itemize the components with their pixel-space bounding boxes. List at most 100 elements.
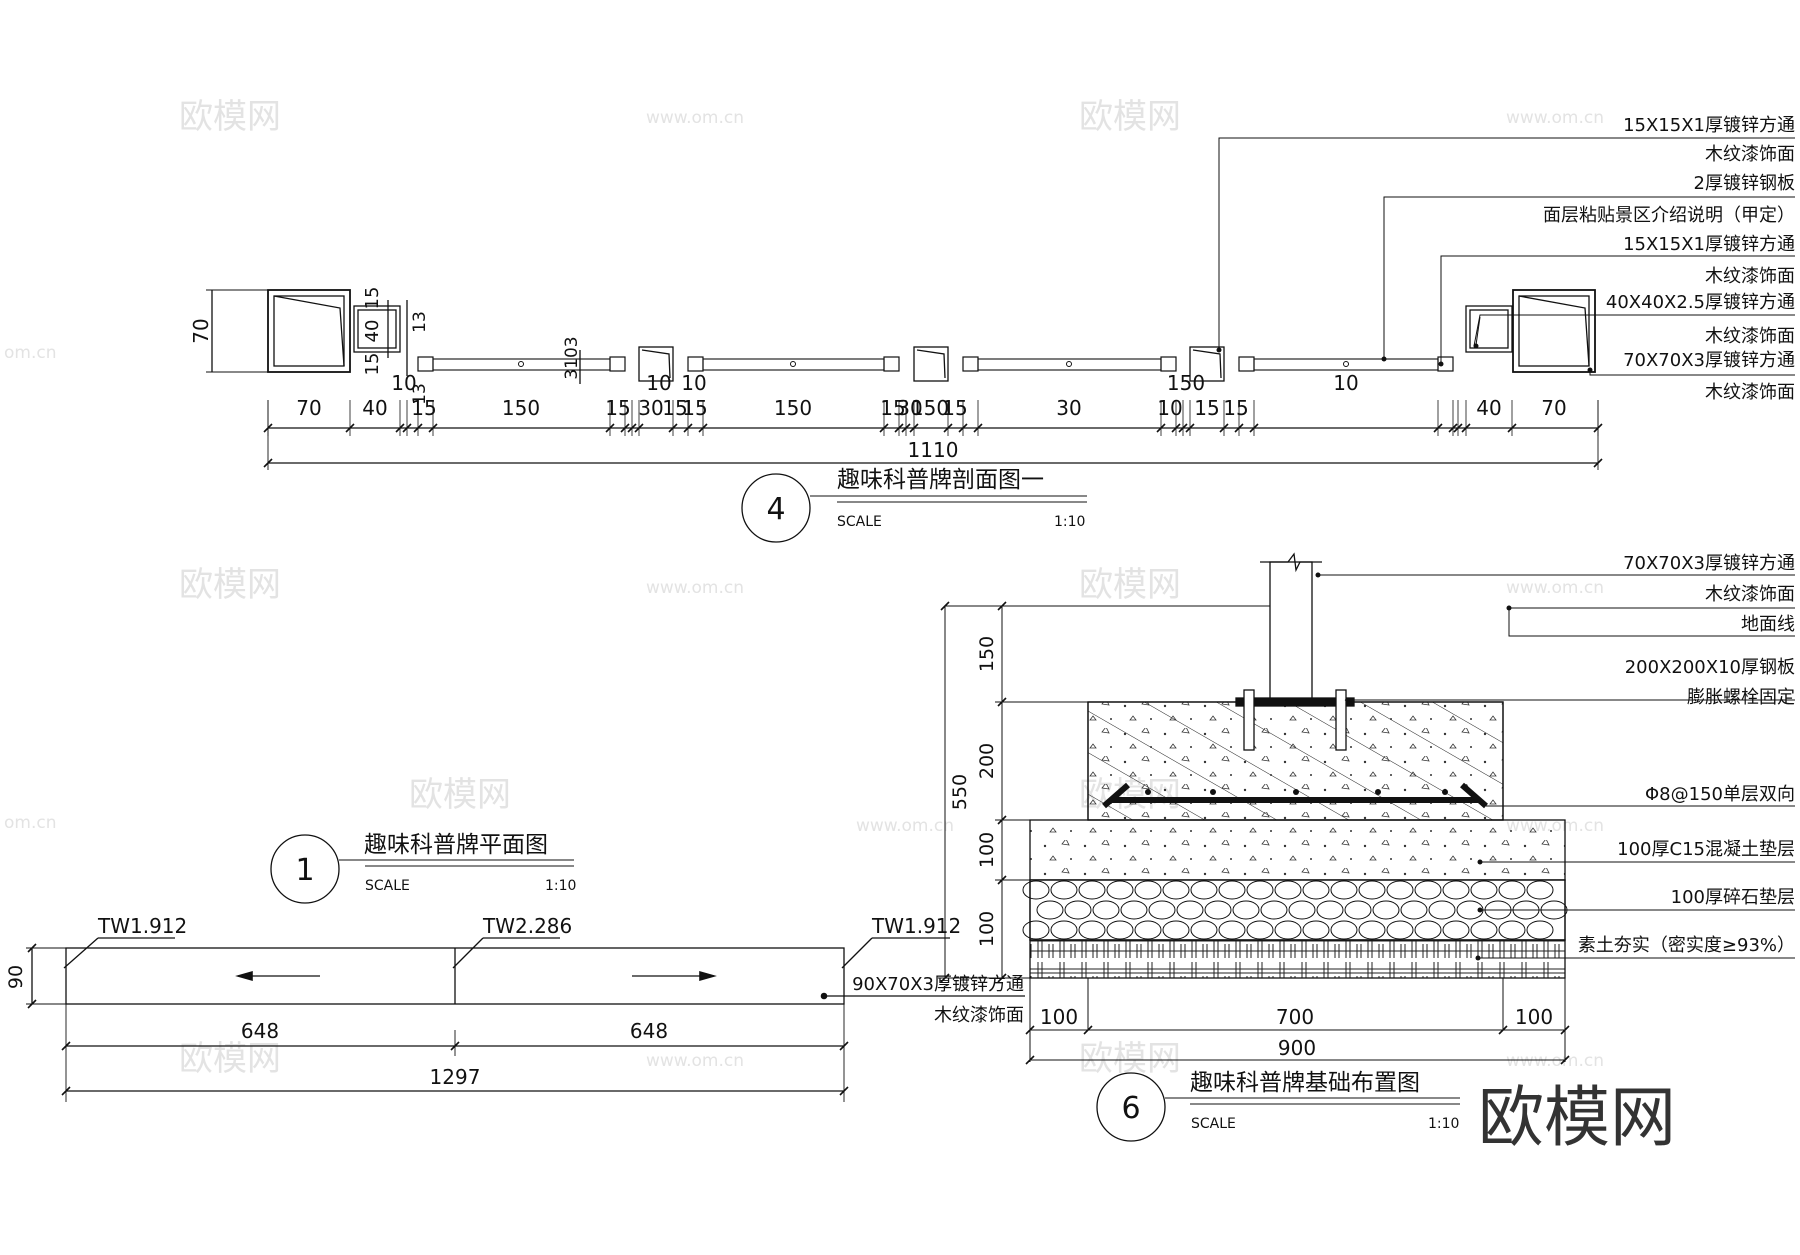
section-4-leader-dots <box>1216 343 1593 373</box>
gravel-stone <box>1050 920 1078 940</box>
sec6-dim-h-900: 900 <box>1278 1036 1316 1060</box>
sec6-dim-100a: 100 <box>976 832 998 868</box>
watermark-text: 欧模网 <box>1079 1039 1181 1079</box>
dim-label-4: 10 <box>391 371 416 395</box>
gravel-stone <box>1414 920 1442 940</box>
sec6-dim-150: 150 <box>976 636 998 672</box>
dim-label-4: 30 <box>638 396 663 420</box>
gravel-stone <box>1106 920 1134 940</box>
section-4-title: 趣味科普牌剖面图一 <box>837 467 1044 493</box>
gravel-stone <box>1162 880 1190 900</box>
sec6-callout-label: 100厚C15混凝土垫层 <box>1617 839 1795 860</box>
sec1-dim-648-left: 648 <box>241 1019 279 1043</box>
section-6-rebar-dots <box>1145 789 1448 795</box>
sec6-callout-label: 200X200X10厚钢板 <box>1625 657 1795 678</box>
gravel-stone <box>1470 880 1498 900</box>
gravel-stone <box>1092 900 1120 920</box>
sec1-dim-648-right: 648 <box>630 1019 668 1043</box>
section-4-leaders <box>1218 137 1795 376</box>
gravel-stone <box>1064 900 1092 920</box>
section-1-number-circle <box>270 834 340 904</box>
dim-13-top: 13 <box>410 311 430 333</box>
dim-label-4: 15 <box>1194 396 1219 420</box>
section-1-number: 1 <box>295 853 314 888</box>
sec6-dim-550: 550 <box>949 774 971 810</box>
dim-label-4: 15 <box>942 396 967 420</box>
gravel-stone <box>1260 900 1288 920</box>
dim-label-4: 70 <box>296 396 321 420</box>
dim-label-4: 15 <box>605 396 630 420</box>
gravel-stone <box>1176 900 1204 920</box>
dim-15-top: 15 <box>362 287 383 310</box>
sec1-callout-tube: 90X70X3厚镀锌方通 <box>852 974 1024 995</box>
gravel-stone <box>1302 920 1330 940</box>
gravel-stone <box>1442 920 1470 940</box>
sec6-dim-200: 200 <box>976 743 998 779</box>
section-4-drawing <box>206 289 1599 470</box>
watermark-url: www.om.cn <box>646 108 744 128</box>
sec6-callout-label: 木纹漆饰面 <box>1705 584 1795 605</box>
gravel-stone <box>1386 920 1414 940</box>
sec6-callout-label: 素土夯实（密实度≥93%） <box>1578 935 1795 956</box>
dim-3103: 3103 <box>562 336 582 379</box>
gravel-stone <box>1330 880 1358 900</box>
dim-70-vertical: 70 <box>189 318 213 343</box>
sec6-callout-label: 膨胀螺栓固定 <box>1687 687 1795 708</box>
dim-label-4: 15 <box>880 396 905 420</box>
gravel-stone <box>1274 880 1302 900</box>
sec4-callout-label: 2厚镀锌钢板 <box>1694 173 1795 194</box>
sec6-dim-100b: 100 <box>976 911 998 947</box>
section-4-dim-ticks <box>263 400 1603 468</box>
sec4-callout-label: 木纹漆饰面 <box>1705 382 1795 403</box>
section-6-leaders <box>1318 574 1795 959</box>
dim-label-4: 150 <box>1167 371 1205 395</box>
gravel-stone <box>1372 900 1400 920</box>
watermark-url: www.om.cn <box>856 816 954 836</box>
dim-label-4: 150 <box>911 396 949 420</box>
section-6-title: 趣味科普牌基础布置图 <box>1190 1070 1420 1096</box>
watermark-text: 欧模网 <box>1079 97 1181 137</box>
gravel-stone <box>1274 920 1302 940</box>
sec4-callout-label: 木纹漆饰面 <box>1705 144 1795 165</box>
sec4-callout-label: 40X40X2.5厚镀锌方通 <box>1606 292 1795 313</box>
gravel-stone <box>1358 920 1386 940</box>
sec1-dim-90: 90 <box>5 965 27 989</box>
dim-total-4: 1110 <box>908 438 959 462</box>
dim-label-4: 70 <box>1541 396 1566 420</box>
dim-label-4: 30 <box>1056 396 1081 420</box>
section-6-number: 6 <box>1121 1091 1140 1126</box>
gravel-stone <box>1330 920 1358 940</box>
gravel-stone <box>1386 880 1414 900</box>
dim-13-bottom: 13 <box>410 383 430 405</box>
watermark-text: 欧模网 <box>1079 565 1181 605</box>
section-6-drawing <box>1022 552 1568 979</box>
gravel-stone <box>1400 900 1428 920</box>
section-6-scale-word: SCALE <box>1191 1116 1236 1132</box>
gravel-stone <box>1498 920 1526 940</box>
dim-label-4: 10 <box>646 371 671 395</box>
gravel-stone <box>1232 900 1260 920</box>
sec4-callout-label: 面层粘贴景区介绍说明（甲定） <box>1543 205 1795 226</box>
gravel-stone <box>1078 880 1106 900</box>
gravel-stone <box>1190 920 1218 940</box>
watermark-text: 欧模网 <box>179 565 281 605</box>
watermark-url: www.om.cn <box>646 1051 744 1071</box>
section-6-dim-ticks <box>940 601 1570 1065</box>
watermark-side: om.cn <box>4 813 57 833</box>
section-6-dims <box>938 605 1566 1062</box>
section-6-callouts: 70X70X3厚镀锌方通木纹漆饰面地面线200X200X10厚钢板膨胀螺栓固定Φ… <box>1578 553 1795 956</box>
sec6-callout-label: 地面线 <box>1741 614 1795 635</box>
section-6-number-circle <box>1096 1072 1166 1142</box>
gravel-stone <box>1050 880 1078 900</box>
watermark-text: 欧模网 <box>179 97 281 137</box>
gravel-stone <box>1204 900 1232 920</box>
gravel-stone <box>1190 880 1218 900</box>
dim-label-4: 15 <box>1223 396 1248 420</box>
gravel-stone <box>1428 900 1456 920</box>
gravel-stone <box>1526 880 1554 900</box>
sec4-callout-label: 15X15X1厚镀锌方通 <box>1623 115 1795 136</box>
gravel-stone <box>1036 900 1064 920</box>
watermark-url: www.om.cn <box>646 578 744 598</box>
gravel-stone <box>1498 880 1526 900</box>
